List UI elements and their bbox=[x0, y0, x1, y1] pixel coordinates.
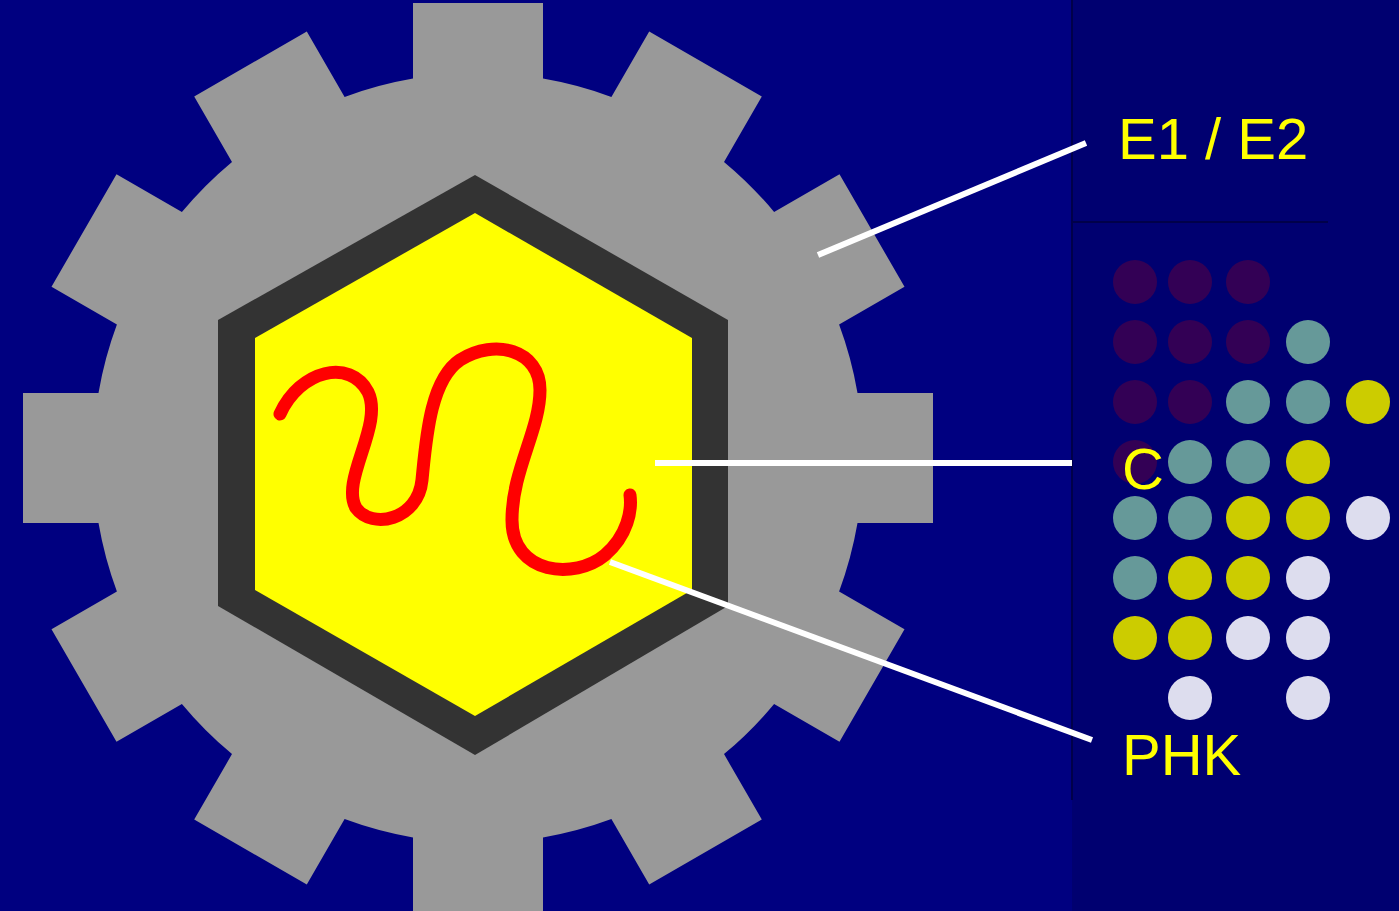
grid-dot bbox=[1113, 320, 1157, 364]
grid-dot bbox=[1286, 380, 1330, 424]
grid-dot bbox=[1168, 380, 1212, 424]
grid-dot bbox=[1113, 260, 1157, 304]
grid-dot bbox=[1346, 380, 1390, 424]
grid-dot bbox=[1226, 440, 1270, 484]
grid-dot bbox=[1168, 260, 1212, 304]
panel-rule bbox=[1072, 221, 1328, 223]
leader-line bbox=[655, 460, 1072, 466]
dot-grid bbox=[1113, 260, 1390, 720]
grid-dot bbox=[1168, 320, 1212, 364]
grid-dot bbox=[1286, 556, 1330, 600]
part-label: PHK bbox=[1122, 726, 1241, 784]
grid-dot bbox=[1113, 380, 1157, 424]
envelope-gear bbox=[23, 3, 933, 911]
leader-line bbox=[610, 562, 1092, 740]
grid-dot bbox=[1113, 616, 1157, 660]
rna-strand bbox=[280, 349, 630, 569]
grid-dot bbox=[1113, 496, 1157, 540]
grid-dot bbox=[1168, 556, 1212, 600]
grid-dot bbox=[1168, 676, 1212, 720]
grid-dot bbox=[1346, 496, 1390, 540]
grid-dot bbox=[1286, 320, 1330, 364]
grid-dot bbox=[1226, 496, 1270, 540]
capsid-core bbox=[255, 213, 692, 716]
capsid-shell bbox=[218, 175, 728, 755]
part-label: C bbox=[1122, 440, 1164, 498]
grid-dot bbox=[1226, 260, 1270, 304]
grid-dot bbox=[1226, 380, 1270, 424]
grid-dot bbox=[1286, 676, 1330, 720]
grid-dot bbox=[1286, 496, 1330, 540]
panel-rule bbox=[1071, 0, 1073, 800]
grid-dot bbox=[1226, 616, 1270, 660]
part-label: E1 / E2 bbox=[1118, 110, 1308, 168]
grid-dot bbox=[1113, 556, 1157, 600]
grid-dot bbox=[1168, 616, 1212, 660]
leader-line bbox=[818, 143, 1086, 255]
grid-dot bbox=[1168, 496, 1212, 540]
grid-dot bbox=[1286, 440, 1330, 484]
grid-dot bbox=[1226, 556, 1270, 600]
grid-dot bbox=[1286, 616, 1330, 660]
grid-dot bbox=[1226, 320, 1270, 364]
grid-dot bbox=[1168, 440, 1212, 484]
side-panel bbox=[1072, 0, 1399, 911]
